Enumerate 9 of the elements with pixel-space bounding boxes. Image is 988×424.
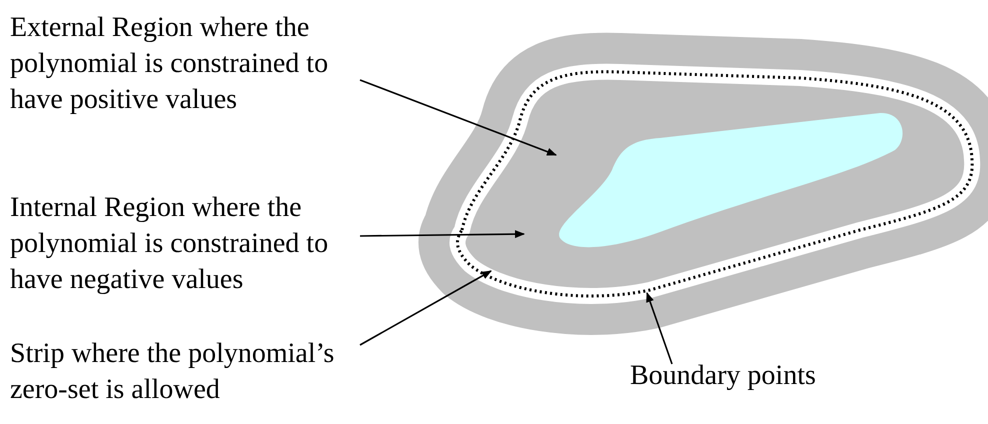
leader-line bbox=[360, 230, 525, 238]
leader-line bbox=[646, 292, 673, 364]
callout-text: External Region where the polynomial is constrained to have positive values bbox=[10, 10, 360, 118]
leader-line bbox=[360, 270, 492, 346]
leader-line bbox=[360, 79, 557, 156]
callout-text: Internal Region where the polynomial is constrained to have negative values bbox=[10, 190, 360, 298]
outer-region-band bbox=[418, 32, 988, 335]
callout-text: Boundary points bbox=[630, 358, 850, 394]
callout-text: Strip where the polynomial’s zero-set is allowed bbox=[10, 336, 360, 408]
